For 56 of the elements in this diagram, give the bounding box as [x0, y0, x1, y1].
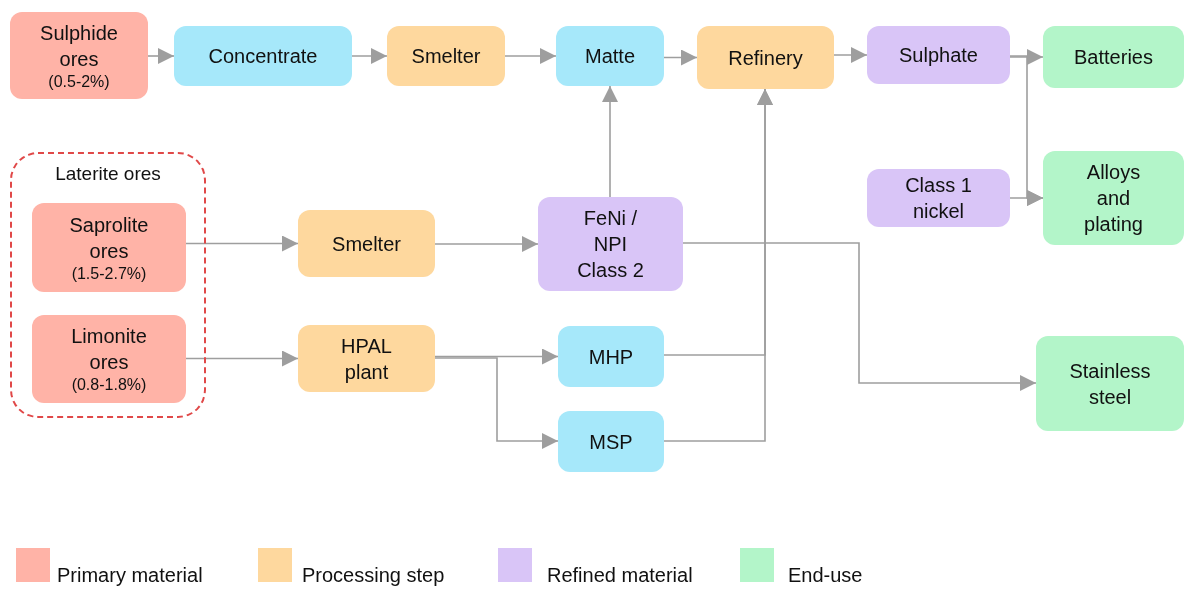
intermediate-box: [558, 326, 664, 387]
arrow: [351, 48, 388, 64]
node-label: Refinery: [728, 45, 803, 71]
node-label: FeNi / NPI Class 2: [576, 206, 645, 283]
node-label: Smelter: [332, 231, 401, 257]
node-label: Sulphate: [899, 43, 978, 68]
node-label: Sulphide ores: [39, 20, 119, 72]
arrow: [147, 48, 175, 64]
legend-label: Refined material: [547, 563, 693, 587]
ore-grade-label: (0.8-1.8%): [71, 375, 147, 395]
node-label: Stainless steel: [1068, 358, 1152, 410]
ore-grade-label: (1.5-2.7%): [71, 263, 147, 284]
intermediate-box: [556, 26, 664, 86]
end-use-box: [1043, 26, 1184, 88]
node-label: Alloys and plating: [1083, 160, 1144, 237]
node-label: Saprolite ores: [68, 212, 150, 264]
arrow: [682, 242, 1037, 391]
end-use-box: [1043, 151, 1184, 245]
process-box: [387, 26, 505, 86]
arrow: [434, 357, 559, 449]
arrow: [1009, 190, 1044, 206]
node-label: Smelter: [411, 44, 481, 69]
arrow: [434, 348, 559, 365]
arrow: [602, 85, 618, 198]
legend-label: Processing step: [302, 563, 445, 587]
group-label: Laterite ores: [54, 162, 162, 186]
legend-label: End-use: [788, 563, 863, 587]
legend-label: Primary material: [57, 563, 203, 587]
node-label: MHP: [588, 344, 634, 370]
node-label: MSP: [589, 429, 633, 455]
end-use-box: [1036, 336, 1184, 431]
arrow: [434, 236, 539, 252]
refined-box: [867, 169, 1010, 227]
process-box: [298, 210, 435, 277]
node-label: Class 1 nickel: [904, 173, 973, 224]
ore-box: [32, 315, 186, 403]
arrow: [663, 49, 698, 66]
arrow: [1009, 49, 1044, 65]
ore-box: [10, 12, 148, 99]
node-label: Batteries: [1074, 45, 1153, 70]
refined-box: [538, 197, 683, 291]
node-label: Matte: [585, 44, 635, 69]
refined-box: [867, 26, 1010, 84]
intermediate-box: [558, 411, 664, 472]
intermediate-box: [174, 26, 352, 86]
arrow: [833, 47, 868, 63]
node-label: HPAL plant: [340, 333, 393, 385]
process-box: [298, 325, 435, 392]
ore-box: [32, 203, 186, 292]
dashed-group-box: [10, 152, 206, 418]
node-label: Limonite ores: [70, 324, 148, 375]
arrow: [663, 88, 773, 442]
ore-grade-label: (0.5-2%): [48, 71, 110, 92]
node-label: Concentrate: [208, 44, 318, 69]
arrow: [504, 48, 557, 64]
process-box: [697, 26, 834, 89]
